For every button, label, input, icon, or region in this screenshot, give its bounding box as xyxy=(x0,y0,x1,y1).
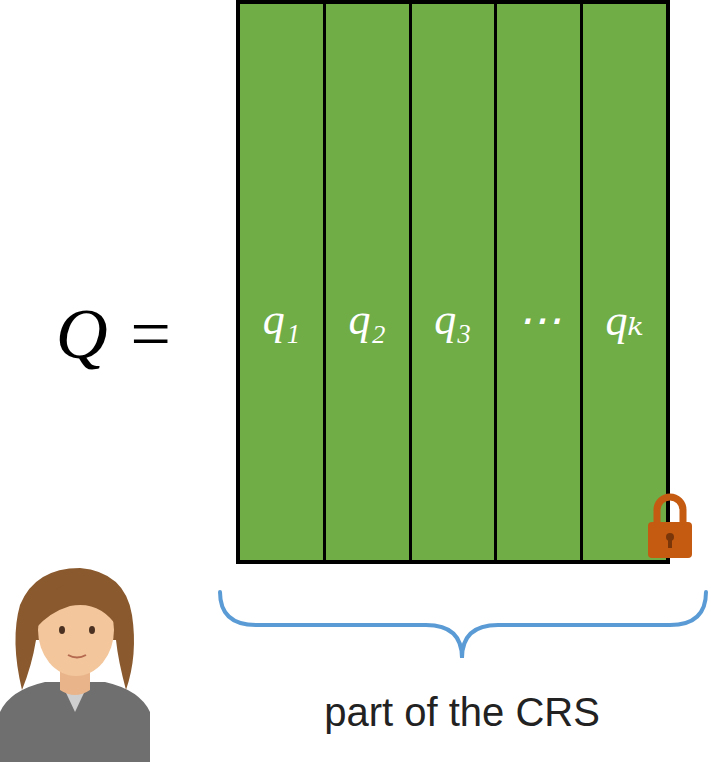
column-label: qₖ xyxy=(606,294,644,346)
column-label: ⋯ xyxy=(517,294,561,346)
matrix-name: Q = xyxy=(56,295,175,374)
matrix-column: ⋯ xyxy=(497,4,580,560)
column-label: q₃ xyxy=(434,294,471,345)
matrix-column: q₂ xyxy=(326,4,409,560)
matrix-outline xyxy=(236,0,670,564)
column-label: q₂ xyxy=(349,294,386,345)
matrix-column: qₖ xyxy=(583,4,666,560)
matrix-column: q₃ xyxy=(412,4,495,560)
matrix-column: q₁ xyxy=(240,4,323,560)
person-avatar xyxy=(0,568,150,762)
brace-caption: part of the CRS xyxy=(324,690,600,734)
curly-brace xyxy=(220,592,706,658)
column-label: q₁ xyxy=(263,294,300,345)
